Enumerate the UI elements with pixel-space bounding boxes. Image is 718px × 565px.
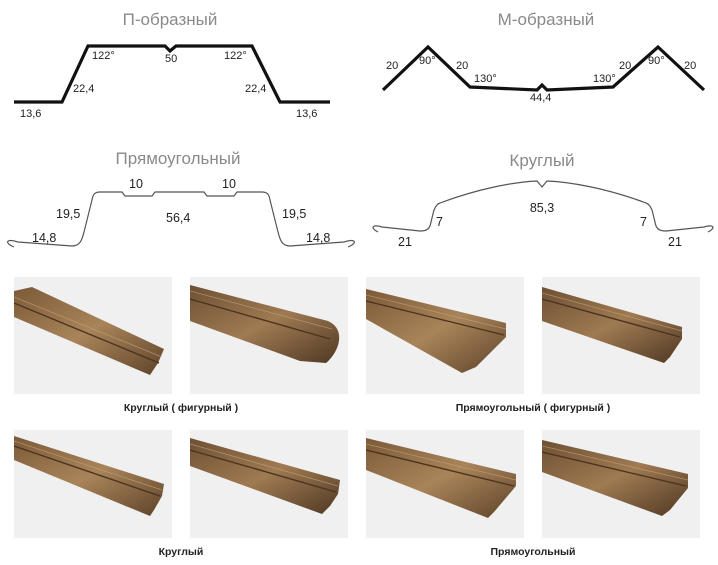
m-valley-angle-left: 130° [474,73,497,85]
round-side-left: 7 [436,215,443,229]
photo-rect-2 [542,430,700,538]
round-foot-left: 21 [398,235,412,249]
m-inner-left: 20 [456,60,468,72]
round-side-right: 7 [640,215,647,229]
rect-side-right: 19,5 [282,207,306,221]
p-side-left: 22,4 [73,83,94,95]
p-foot-left: 13,6 [20,108,41,120]
m-inner-right: 20 [619,60,631,72]
p-angle-left: 122° [92,50,115,62]
rect-profile-line [7,191,355,248]
p-profile-line [14,44,330,104]
m-profile-line [381,44,706,92]
m-profile-title: М-образный [498,10,595,29]
photo-round-figured-2 [190,277,348,394]
m-outer-right: 20 [684,60,696,72]
photo-rect-1 [366,430,524,538]
p-foot-right: 13,6 [296,108,317,120]
rect-foot-right: 14,8 [306,231,330,245]
p-profile-title: П-образный [123,10,218,29]
photo-round-figured-1 [14,277,172,394]
photo-rect-figured-1 [366,277,524,394]
round-profile-line [372,180,714,233]
round-foot-right: 21 [668,235,682,249]
m-outer-left: 20 [386,60,398,72]
rect-top-left: 10 [129,177,143,191]
rect-center-width: 56,4 [166,211,190,225]
rect-profile-title: Прямоугольный [116,149,241,168]
photo-rect-figured-2 [542,277,700,394]
round-arc-width: 85,3 [530,201,554,215]
caption-round: Круглый [158,546,204,558]
p-top-width: 50 [165,53,177,65]
caption-rect-figured: Прямоугольный ( фигурный ) [455,402,611,414]
rect-side-left: 19,5 [56,207,80,221]
caption-round-figured: Круглый ( фигурный ) [123,402,239,414]
m-peak-angle-left: 90° [419,55,436,67]
photo-round-1 [14,430,172,538]
photo-round-2 [190,430,348,538]
rect-top-right: 10 [222,177,236,191]
caption-rect: Прямоугольный [490,546,576,558]
rect-foot-left: 14,8 [32,231,56,245]
p-angle-right: 122° [224,50,247,62]
m-peak-angle-right: 90° [648,55,665,67]
round-profile-title: Круглый [509,151,574,170]
m-center-width: 44,4 [530,92,551,104]
m-valley-angle-right: 130° [593,73,616,85]
p-side-right: 22,4 [245,83,266,95]
